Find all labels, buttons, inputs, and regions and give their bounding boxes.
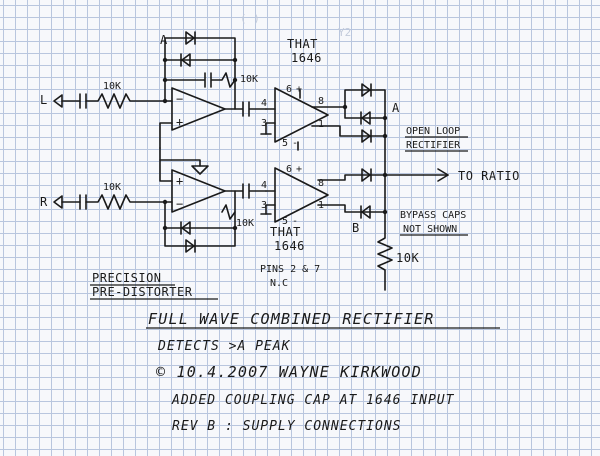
bottom-feedback-res (221, 204, 236, 220)
top-chip-pin6: 6 (286, 84, 292, 95)
node-b: B (352, 221, 360, 235)
output-resistor-label: 10K (396, 251, 419, 265)
bottom-opamp: + − (159, 159, 226, 213)
top-feedback-network: 10K A (160, 31, 258, 110)
top-feedback-diode-2 (180, 53, 191, 67)
top-that1646-chip: THAT 1646 4 3 8 1 6 + 5 - (260, 37, 329, 151)
top-feedback-diode-1 (185, 31, 196, 45)
note-line-2: REV B : SUPPLY CONNECTIONS (172, 419, 402, 434)
top-opamp-plus: + (176, 115, 184, 129)
right-input-arrow (53, 195, 63, 209)
left-channel-input: L 10K (40, 81, 166, 109)
bottom-opamp-plus: + (176, 174, 184, 188)
bottom-coupling-capacitor (224, 183, 267, 199)
bottom-rect-diode-1 (361, 168, 372, 182)
top-opamp-minus: − (176, 92, 184, 106)
bottom-rect-diode-2 (360, 205, 371, 219)
top-chip-number: 1646 (291, 51, 322, 65)
bottom-that1646-chip: THAT 1646 4 3 8 1 6 + 5 - (260, 164, 329, 253)
left-input-resistor-label: 10K (103, 81, 121, 92)
title-line-3: © 10.4.2007 WAYNE KIRKWOOD (156, 363, 422, 381)
top-chip-pin3: 3 (261, 118, 267, 129)
to-ratio-label: TO RATIO (458, 169, 520, 183)
top-chip-pin4: 4 (261, 98, 267, 109)
ground-symbol (191, 165, 209, 175)
bottom-output-rectifier: B (317, 168, 388, 235)
pre-distorter-label: PRE-DISTORTER (92, 285, 193, 299)
bottom-chip-pin8: 8 (318, 178, 324, 189)
title-line-1: FULL WAVE COMBINED RECTIFIER (148, 310, 434, 328)
pins-note-2: N.C (270, 278, 288, 289)
rectifier-label: RECTIFIER (406, 140, 461, 151)
top-chip-name: THAT (287, 37, 318, 51)
bottom-chip-pin4: 4 (261, 180, 267, 191)
top-rect-diode-3 (361, 129, 372, 143)
top-rect-diode-1 (361, 83, 372, 97)
node-a-right: A (392, 101, 400, 115)
faint-header-sub: Y2 (338, 26, 351, 39)
left-input-resistor (85, 93, 166, 109)
open-loop-label: OPEN LOOP (406, 126, 460, 137)
open-loop-underline (405, 136, 468, 152)
bottom-feedback-diode-2 (180, 221, 191, 235)
bottom-feedback-network: 10K (162, 190, 254, 253)
bottom-chip-number: 1646 (274, 239, 305, 253)
right-channel-input: R 10K (40, 182, 166, 210)
bottom-chip-name: THAT (270, 225, 301, 239)
bottom-chip-plus: + (296, 164, 302, 175)
left-input-arrow (53, 94, 63, 108)
bottom-chip-minus: - (292, 216, 298, 227)
left-input-capacitor (79, 93, 87, 109)
top-output-rectifier: A (311, 83, 400, 211)
top-feedback-res-label: 10K (240, 74, 258, 85)
note-line-1: ADDED COUPLING CAP AT 1646 INPUT (171, 393, 455, 408)
right-input-capacitor (79, 194, 87, 210)
pins-note-1: PINS 2 & 7 (260, 264, 320, 275)
bottom-chip-pin3: 3 (261, 200, 267, 211)
output-arrow (437, 168, 449, 182)
node-a-top: A (160, 33, 168, 47)
left-input-label: L (40, 93, 48, 107)
right-input-resistor (85, 194, 166, 210)
bottom-opamp-minus: − (176, 197, 184, 211)
bottom-feedback-diode-1 (185, 239, 196, 253)
title-line-2: DETECTS >A PEAK (157, 339, 291, 354)
top-chip-pin1: 1 (318, 119, 324, 130)
bottom-chip-pin5: 5 (282, 216, 288, 227)
top-feedback-cap-res (164, 72, 236, 88)
top-chip-pin8: 8 (318, 96, 324, 107)
not-shown-label: NOT SHOWN (403, 224, 457, 235)
faint-header: ( ) (240, 12, 260, 25)
right-input-resistor-label: 10K (103, 182, 121, 193)
top-chip-plus: + (296, 84, 302, 95)
right-input-label: R (40, 195, 48, 209)
precision-label: PRECISION (92, 271, 162, 285)
top-coupling-capacitor (224, 101, 267, 117)
top-opamp: − + (159, 87, 226, 149)
top-chip-minus: - (292, 138, 298, 149)
output-resistor (377, 211, 393, 291)
bottom-chip-pin6: 6 (286, 164, 292, 175)
bypass-caps-label: BYPASS CAPS (400, 210, 466, 221)
bottom-feedback-res-label: 10K (236, 218, 254, 229)
top-rect-diode-2 (360, 111, 371, 125)
top-chip-pin5: 5 (282, 138, 288, 149)
